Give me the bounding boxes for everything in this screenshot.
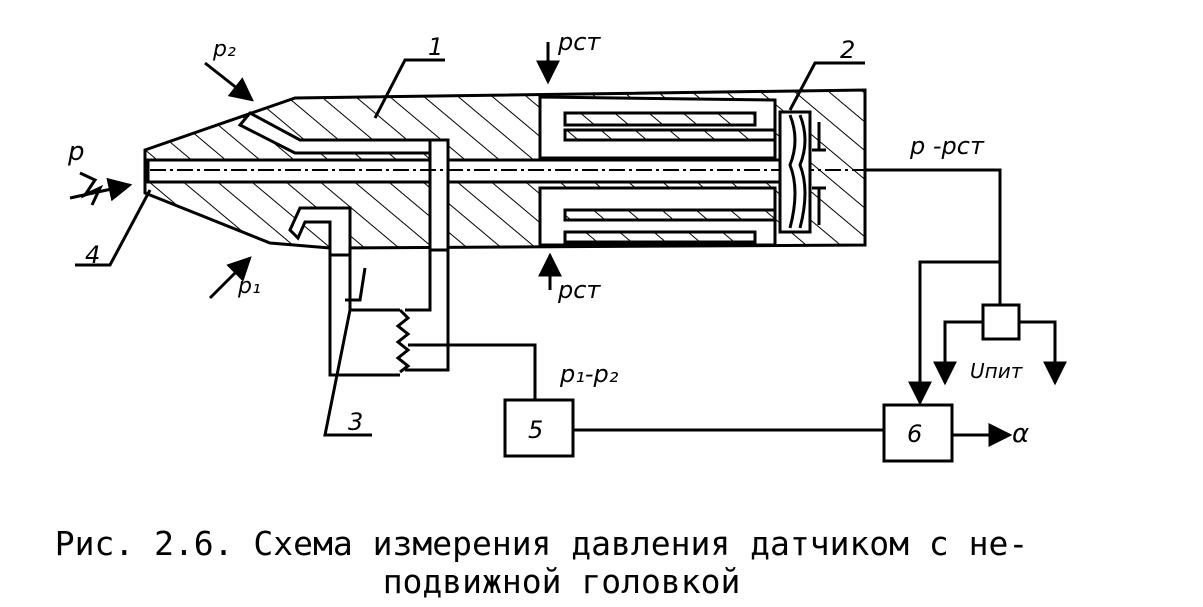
box-6: 6	[882, 403, 954, 463]
leader-lines	[75, 58, 865, 437]
label-p-minus-pst: p -pст	[909, 132, 985, 160]
label-part-1: 1	[428, 33, 443, 61]
probe-channels	[146, 95, 785, 257]
tubes-to-box5	[328, 250, 537, 400]
pressure-arrows	[69, 42, 562, 300]
svg-text:5: 5	[528, 416, 543, 444]
signal-lines	[573, 168, 1067, 447]
label-pst-top: pст	[557, 28, 601, 56]
box-5: 5	[503, 398, 575, 458]
svg-text:6: 6	[907, 420, 922, 448]
label-u-pit: Uпит	[970, 359, 1024, 383]
caption-line-1: Рис. 2.6. Схема измерения давления датчи…	[54, 524, 1029, 563]
label-p1-minus-p2: p₁-p₂	[559, 360, 619, 388]
label-part-3: 3	[348, 408, 363, 436]
label-alpha: α	[1012, 419, 1029, 449]
label-p1: p₁	[237, 274, 261, 299]
label-p-in: p	[67, 137, 85, 167]
label-p2: p₂	[212, 37, 236, 62]
diaphragm-sensor	[778, 110, 826, 234]
label-pst-bottom: pст	[557, 276, 601, 304]
label-part-4: 4	[85, 241, 100, 269]
caption-line-2: подвижной головкой	[382, 562, 741, 601]
label-part-2: 2	[840, 36, 855, 64]
